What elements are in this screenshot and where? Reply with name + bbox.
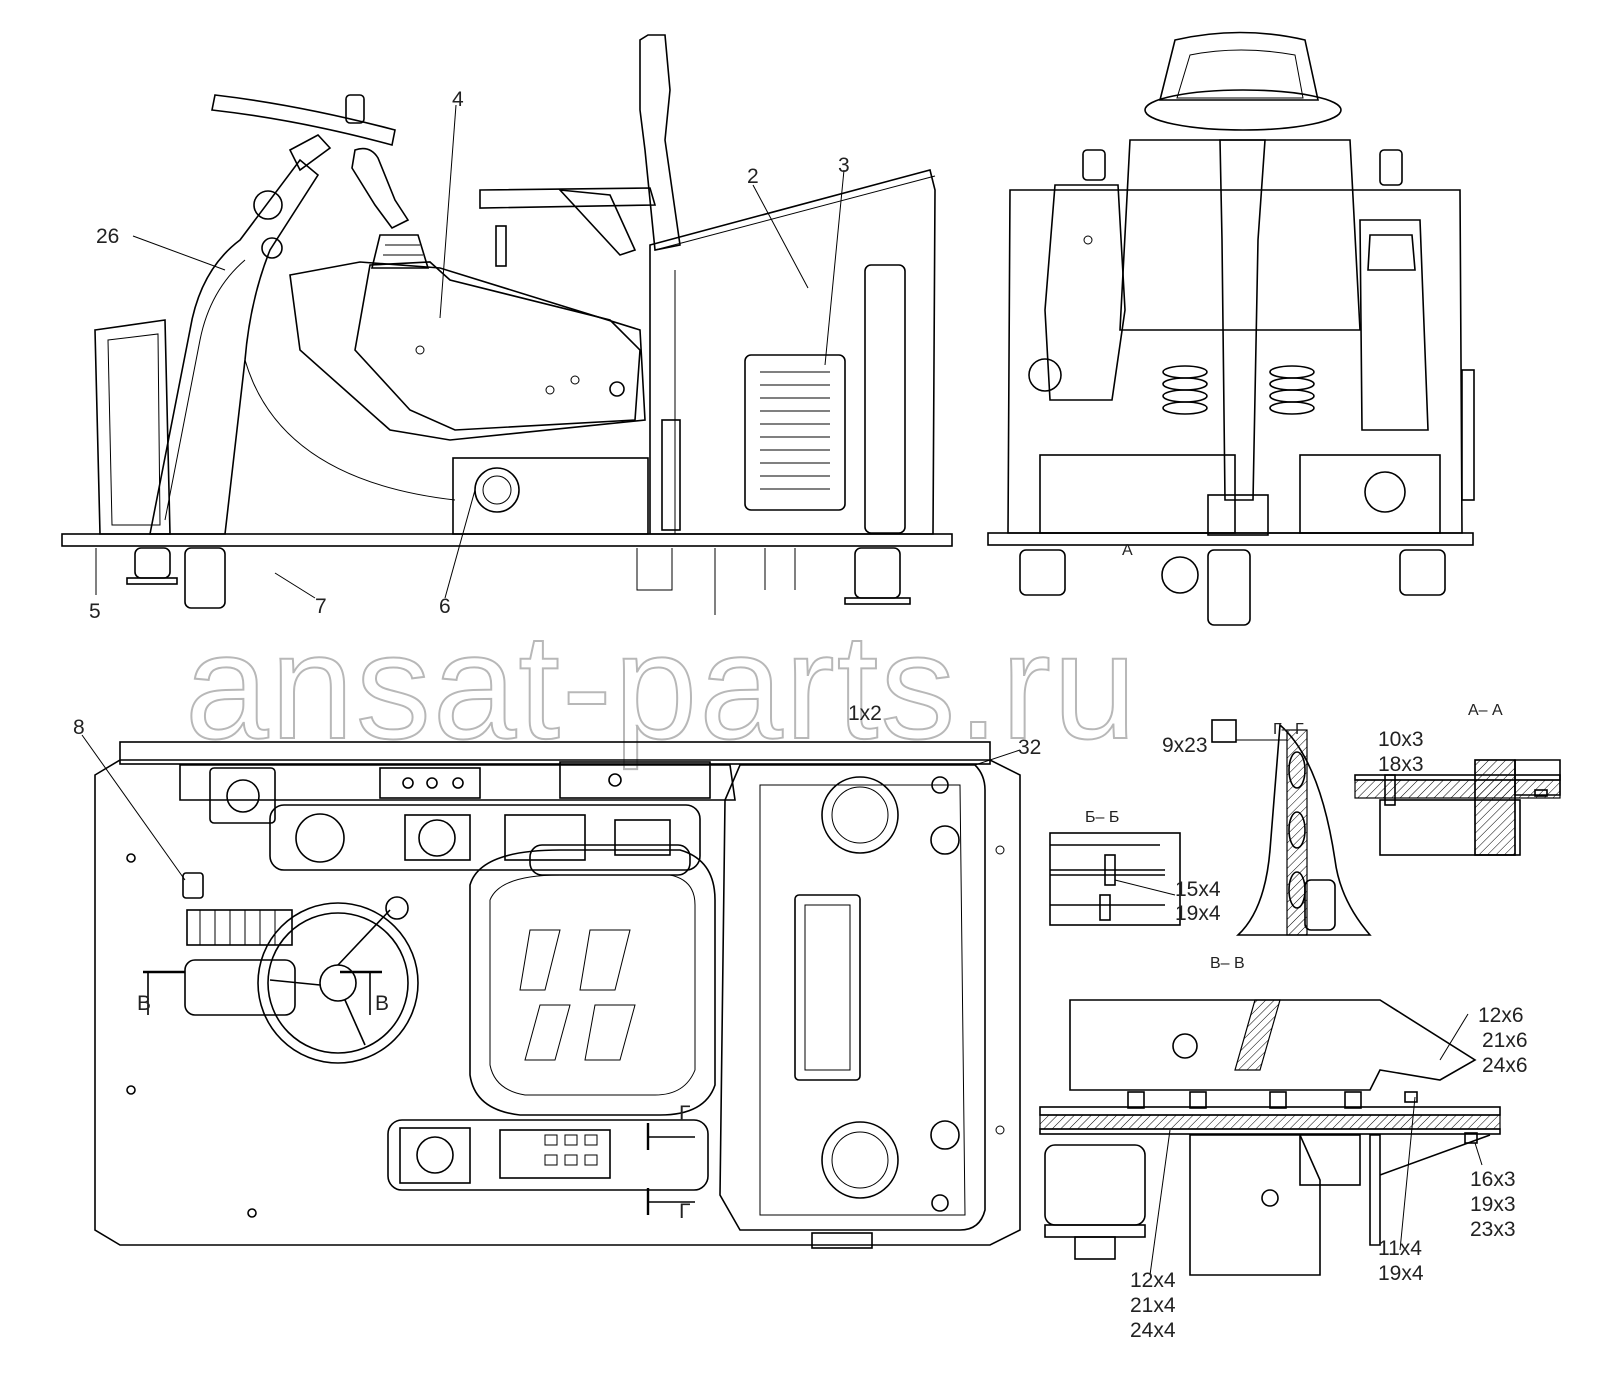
anno-aa-1: 10x3 [1378, 728, 1424, 751]
anno-bb-1: 15x4 [1175, 878, 1221, 901]
callout-4: 4 [452, 88, 464, 111]
section-title-vv: В– В [1210, 955, 1245, 972]
anno-vv-r3: 24x6 [1482, 1054, 1528, 1077]
anno-vv-r1: 12x6 [1478, 1004, 1524, 1027]
anno-vv-b1: 16x3 [1470, 1168, 1516, 1191]
watermark: ansat-parts.ru [185, 602, 1138, 770]
anno-vv-l2: 21x4 [1130, 1294, 1176, 1317]
callout-2: 2 [747, 165, 759, 188]
section-titles: Г– Г А– А Б– Б В– В [1085, 702, 1503, 972]
vent-grille [760, 371, 830, 490]
callout-1x2: 1x2 [848, 702, 882, 725]
callout-3: 3 [838, 154, 850, 177]
fastener-annotations: 10x3 18x3 15x4 19x4 12x6 21x6 24x6 16x3 … [1130, 728, 1528, 1342]
anno-vv-c1: 11x4 [1378, 1237, 1422, 1260]
side-view [61, 34, 953, 615]
section-mark-g-top: Г [679, 1102, 690, 1125]
section-mark-v-right: В [375, 992, 389, 1015]
callout-7: 7 [315, 595, 327, 618]
section-mark-a: А [1122, 542, 1133, 559]
callout-6: 6 [439, 595, 451, 618]
callout-32: 32 [1018, 736, 1041, 759]
section-title-gg: Г– Г [1273, 721, 1304, 738]
anno-vv-c2: 19x4 [1378, 1262, 1424, 1285]
bellows [1162, 365, 1315, 415]
section-title-aa: А– А [1468, 702, 1503, 719]
section-mark-v-left: В [137, 992, 151, 1015]
anno-vv-b2: 19x3 [1470, 1193, 1516, 1216]
anti-vibration-mounts [126, 547, 911, 609]
callout-26: 26 [96, 225, 119, 248]
callout-numbers: 26 4 2 3 5 7 6 8 1x2 32 9x23 [73, 88, 1208, 759]
section-title-bb: Б– Б [1085, 809, 1119, 826]
callout-8: 8 [73, 716, 85, 739]
anno-vv-l3: 24x4 [1130, 1319, 1176, 1342]
front-view: А [987, 31, 1475, 626]
anno-bb-2: 19x4 [1175, 902, 1221, 925]
section-bb [1049, 832, 1181, 926]
section-aa [1354, 759, 1561, 856]
callout-9x23: 9x23 [1162, 734, 1208, 757]
callout-5: 5 [89, 600, 101, 623]
leader-lines [81, 104, 1469, 1061]
anno-aa-2: 18x3 [1378, 753, 1424, 776]
top-view: В В Г Г [94, 741, 1021, 1249]
section-mark-g-bottom: Г [679, 1200, 690, 1223]
section-gg [1211, 719, 1372, 936]
anno-vv-b3: 23x3 [1470, 1218, 1516, 1241]
section-vv [1039, 999, 1501, 1276]
anno-vv-l1: 12x4 [1130, 1269, 1176, 1292]
button-grid [544, 1134, 598, 1166]
vv-bolts [1127, 1091, 1418, 1109]
anno-vv-r2: 21x6 [1482, 1029, 1528, 1052]
